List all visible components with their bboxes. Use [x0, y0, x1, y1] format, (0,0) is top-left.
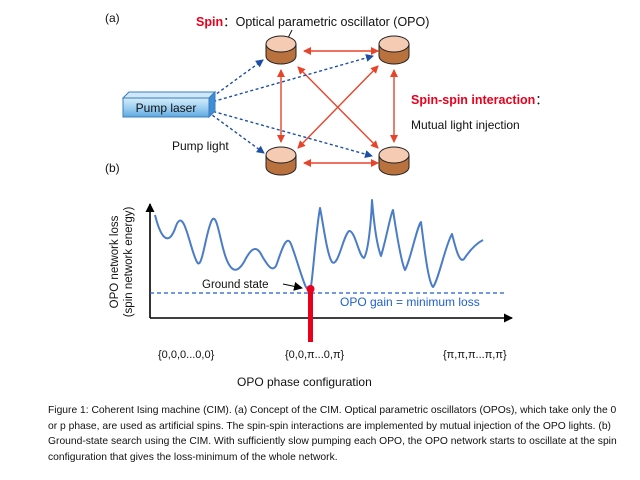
ground-state-bar: [308, 290, 313, 342]
opo-bottom-right: [378, 146, 410, 176]
pump-laser-label: Pump laser: [136, 101, 197, 115]
pump-light-arrows: [207, 54, 374, 158]
opo-top-right: [378, 35, 410, 65]
panel-a-label: (a): [105, 11, 120, 25]
interaction-word: Spin-spin interaction: [411, 93, 535, 107]
pump-light-label: Pump light: [172, 139, 229, 153]
gain-label: OPO gain = minimum loss: [340, 295, 480, 309]
x-axis-label: OPO phase configuration: [237, 375, 372, 389]
interaction-arrows: [277, 47, 398, 167]
spin-description: ：Optical parametric oscillator (OPO): [223, 15, 429, 29]
pump-arrow-2: [207, 54, 374, 104]
pump-arrow-3: [207, 111, 265, 154]
svg-text:OPO network loss: OPO network loss: [109, 215, 121, 308]
tick-right: {π,π,π...π,π}: [443, 349, 507, 361]
pump-arrow-1: [207, 59, 264, 101]
spin-title: Spin：Optical parametric oscillator (OPO): [196, 15, 429, 29]
pump-arrow-4: [207, 109, 373, 158]
svg-text:(spin network energy): (spin network energy): [123, 207, 135, 318]
ground-state-label: Ground state: [202, 279, 268, 291]
opo-top-left: [265, 35, 297, 65]
figure-caption: Figure 1: Coherent Ising machine (CIM). …: [48, 405, 617, 463]
spin-word: Spin: [196, 15, 223, 29]
opo-bottom-left: [265, 146, 297, 176]
tick-left: {0,0,0...0,0}: [158, 349, 215, 361]
y-axis-label: OPO network loss (spin network energy): [109, 207, 135, 318]
pump-laser-box: Pump laser: [121, 90, 217, 119]
interaction-title: Spin-spin interaction：: [411, 93, 548, 107]
ground-state-arrow: [282, 281, 303, 291]
arrow-diag-2: [297, 65, 379, 149]
ground-state-dot: [306, 285, 315, 293]
tick-mid: {0,0,π...0,π}: [285, 349, 345, 361]
panel-b-label: (b): [105, 161, 120, 175]
loss-curve: [154, 199, 484, 290]
interaction-subtitle: Mutual light injection: [411, 118, 520, 132]
